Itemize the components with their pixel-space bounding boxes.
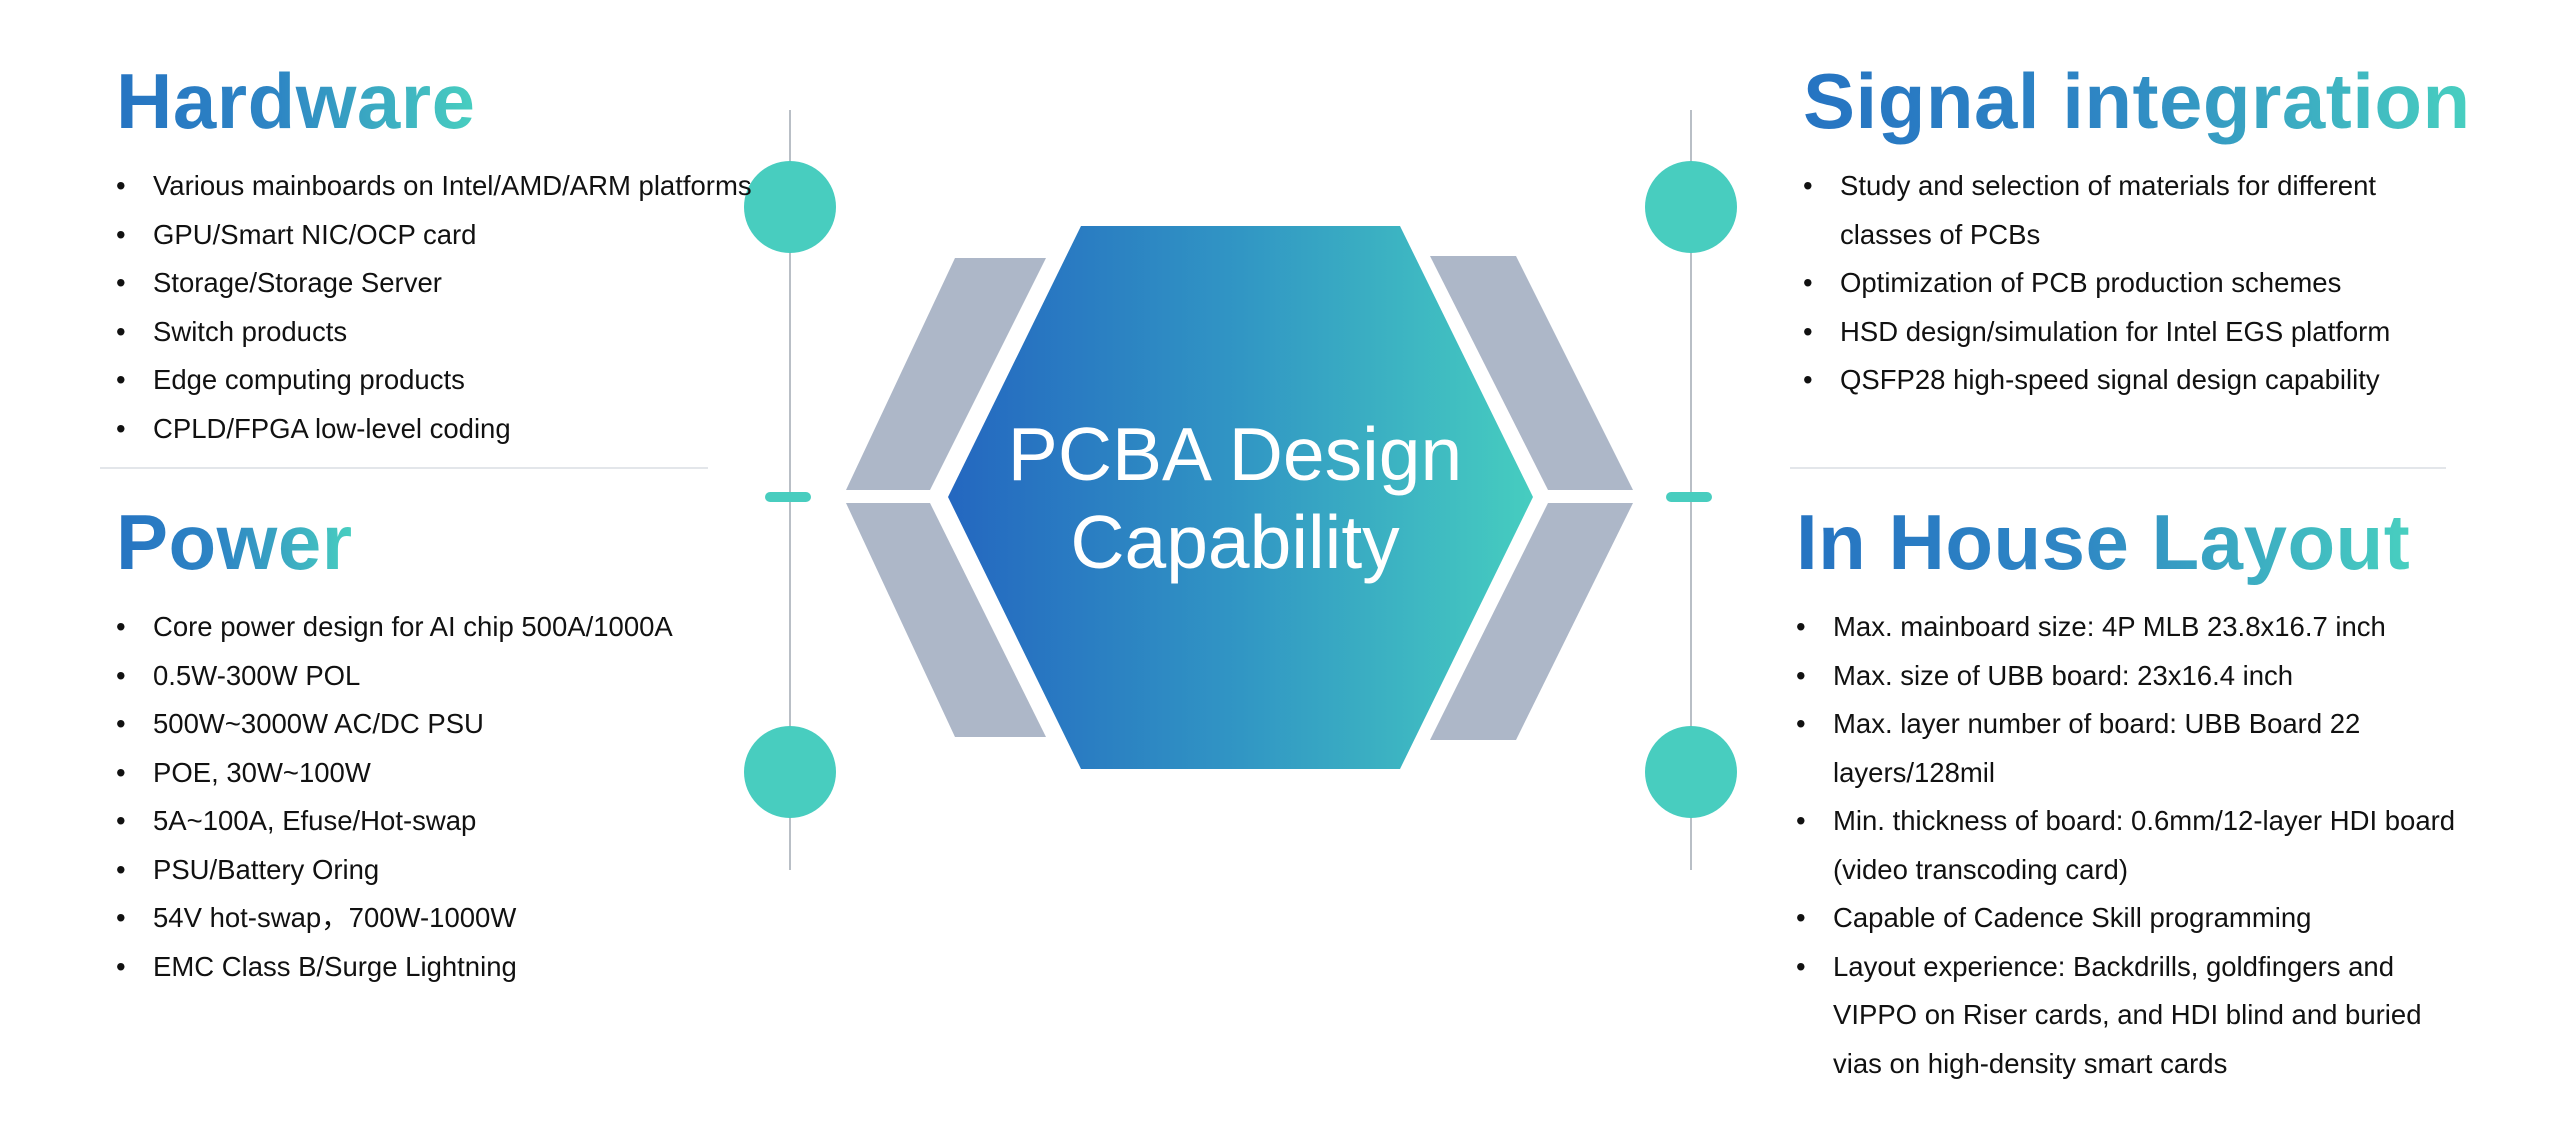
list-item: Max. layer number of board: UBB Board 22…	[1796, 700, 2473, 797]
center-title-line2: Capability	[1070, 500, 1400, 584]
layout-list: Max. mainboard size: 4P MLB 23.8x16.7 in…	[1796, 603, 2473, 1088]
left-divider	[100, 467, 708, 469]
list-item: Various mainboards on Intel/AMD/ARM plat…	[116, 162, 752, 211]
right-lower-chevron	[1430, 503, 1633, 740]
circle-signal	[1645, 161, 1737, 253]
layout-section: In House Layout Max. mainboard size: 4P …	[1796, 503, 2473, 1088]
list-item: PSU/Battery Oring	[116, 846, 673, 895]
list-item: Min. thickness of board: 0.6mm/12-layer …	[1796, 797, 2473, 894]
list-item: Study and selection of materials for dif…	[1803, 162, 2460, 259]
signal-heading: Signal integration	[1803, 57, 2471, 145]
circle-hardware	[744, 161, 836, 253]
list-item: GPU/Smart NIC/OCP card	[116, 211, 752, 260]
list-item: 500W~3000W AC/DC PSU	[116, 700, 673, 749]
list-item: Optimization of PCB production schemes	[1803, 259, 2460, 308]
list-item: Storage/Storage Server	[116, 259, 752, 308]
left-lower-chevron	[846, 503, 1046, 737]
list-item: 5A~100A, Efuse/Hot-swap	[116, 797, 673, 846]
hardware-section: Hardware Various mainboards on Intel/AMD…	[116, 62, 752, 453]
list-item: Switch products	[116, 308, 752, 357]
list-item: 54V hot-swap，700W-1000W	[116, 894, 673, 943]
power-section: Power Core power design for AI chip 500A…	[116, 503, 673, 991]
list-item: Max. mainboard size: 4P MLB 23.8x16.7 in…	[1796, 603, 2473, 652]
power-heading: Power	[116, 498, 353, 586]
center-title: PCBA Design Capability	[935, 410, 1535, 586]
list-item: QSFP28 high-speed signal design capabili…	[1803, 356, 2460, 405]
power-list: Core power design for AI chip 500A/1000A…	[116, 603, 673, 991]
left-dash	[765, 492, 811, 502]
hardware-heading: Hardware	[116, 57, 476, 145]
signal-list: Study and selection of materials for dif…	[1803, 162, 2471, 405]
center-title-line1: PCBA Design	[1007, 412, 1463, 496]
center-hexagon	[948, 226, 1533, 769]
layout-heading: In House Layout	[1796, 498, 2411, 586]
list-item: Capable of Cadence Skill programming	[1796, 894, 2473, 943]
list-item: CPLD/FPGA low-level coding	[116, 405, 752, 454]
signal-section: Signal integration Study and selection o…	[1803, 62, 2471, 405]
hardware-list: Various mainboards on Intel/AMD/ARM plat…	[116, 162, 752, 453]
list-item: Layout experience: Backdrills, goldfinge…	[1796, 943, 2473, 1089]
right-upper-chevron	[1430, 256, 1633, 490]
list-item: Edge computing products	[116, 356, 752, 405]
list-item: Max. size of UBB board: 23x16.4 inch	[1796, 652, 2473, 701]
right-dash	[1666, 492, 1712, 502]
left-upper-chevron	[846, 258, 1046, 490]
circle-power	[744, 726, 836, 818]
right-divider	[1790, 467, 2446, 469]
list-item: HSD design/simulation for Intel EGS plat…	[1803, 308, 2460, 357]
list-item: EMC Class B/Surge Lightning	[116, 943, 673, 992]
circle-layout	[1645, 726, 1737, 818]
list-item: POE, 30W~100W	[116, 749, 673, 798]
list-item: Core power design for AI chip 500A/1000A	[116, 603, 673, 652]
list-item: 0.5W-300W POL	[116, 652, 673, 701]
